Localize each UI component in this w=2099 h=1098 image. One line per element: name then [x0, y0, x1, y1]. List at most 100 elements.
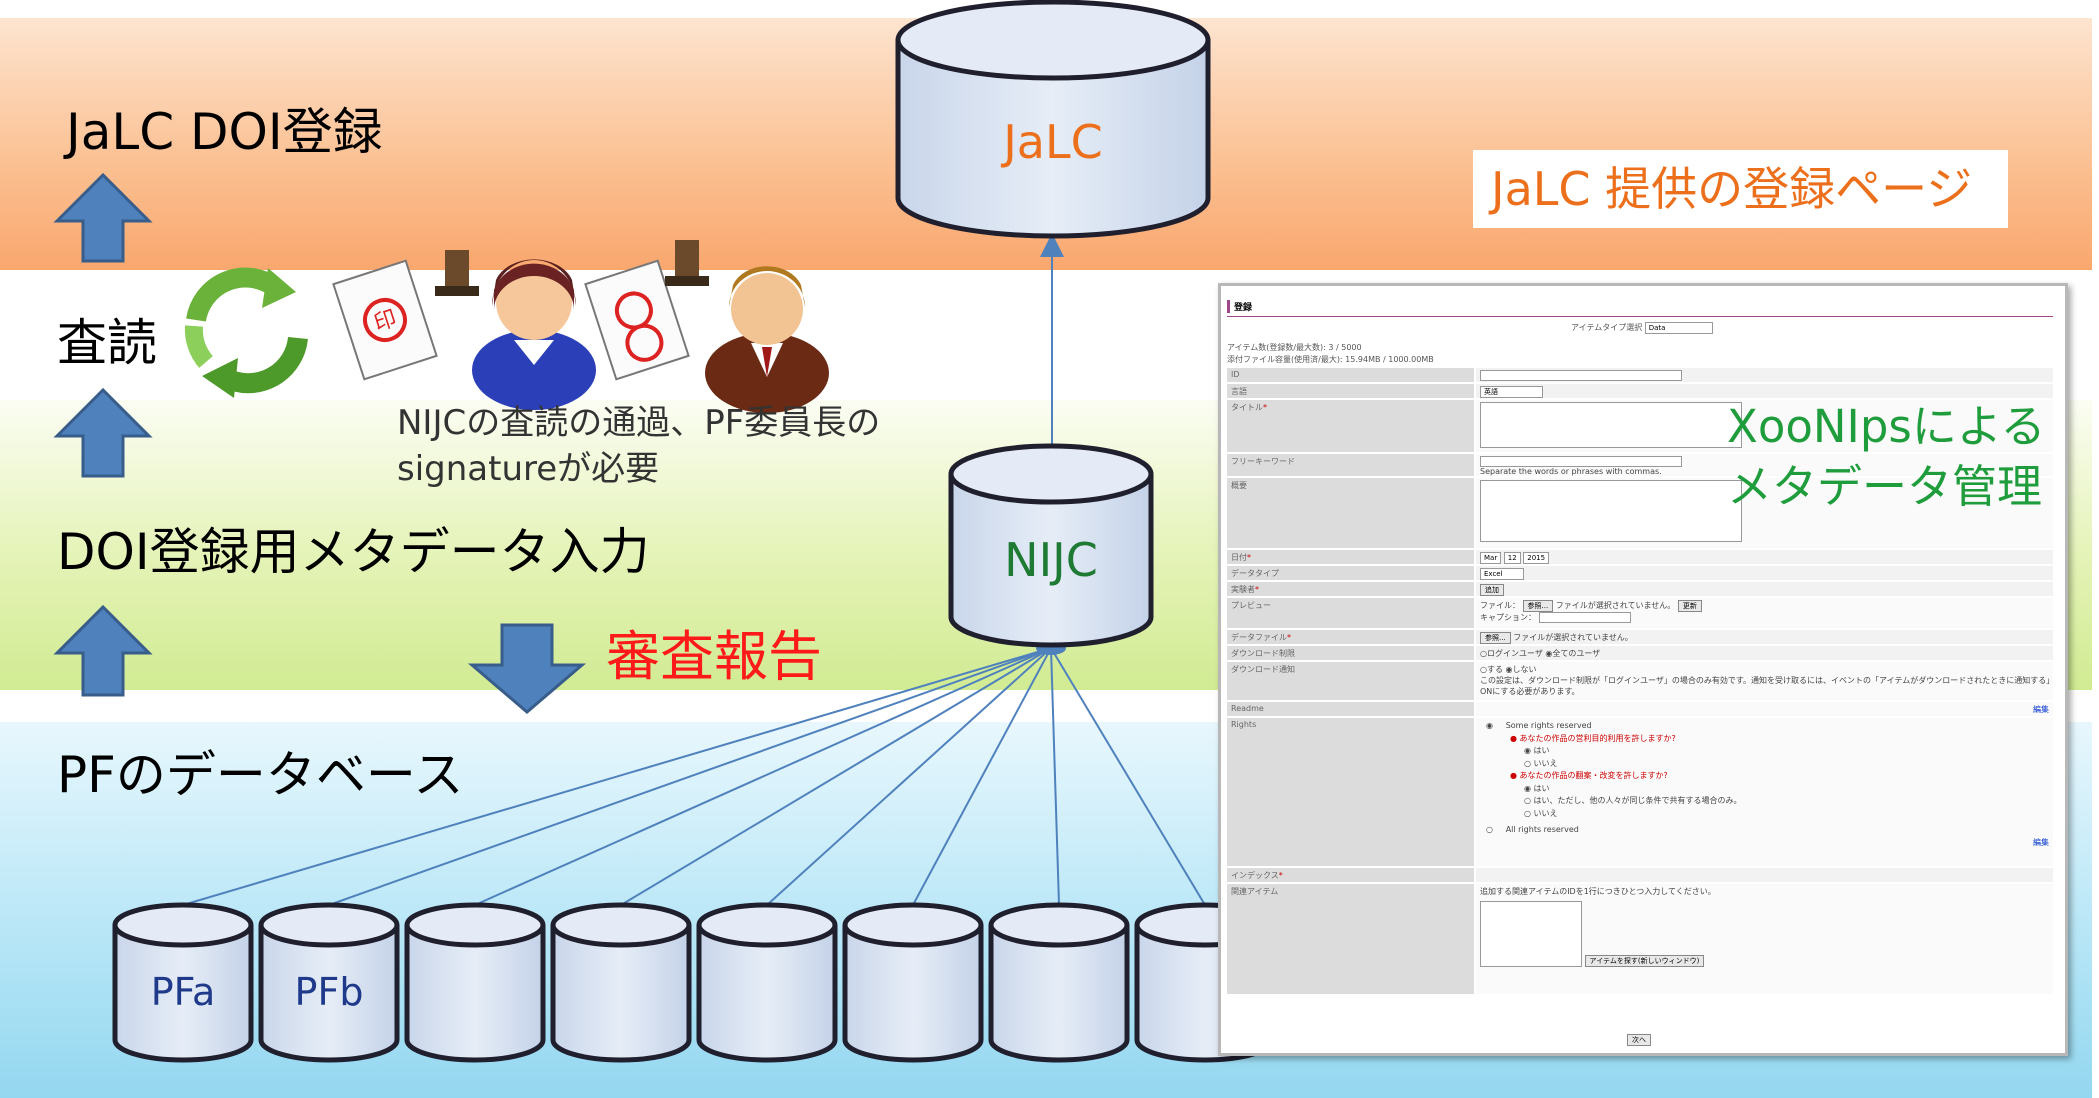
data-file-browse-button[interactable]: 参照... — [1480, 632, 1511, 644]
nijc-label: NIJC — [1004, 533, 1098, 587]
date-label-text: 日付 — [1231, 553, 1247, 562]
fan-line — [1050, 647, 1060, 906]
arrow-up-1 — [53, 172, 153, 263]
arrow-up-2 — [53, 387, 153, 478]
q2-share-alike-text: はい、ただし、他の人々が同じ条件で共有する場合のみ。 — [1533, 796, 1742, 805]
next-button[interactable]: 次へ — [1627, 1034, 1651, 1046]
download-limit-radios[interactable]: ○ログインユーザ ◉全てのユーザ — [1480, 649, 1601, 658]
q2-text: あなたの作品の翻案・改変を許しますか? — [1519, 771, 1668, 780]
q1-yes[interactable]: ◉ はい — [1524, 746, 1550, 755]
fan-line — [912, 647, 1052, 906]
item-type-label: アイテムタイプ選択 — [1571, 323, 1643, 332]
field-keywords-label: フリーキーワード — [1227, 454, 1474, 476]
field-rights: Rights ◉ Some rights reserved ● あなたの作品の営… — [1227, 718, 2053, 866]
date-year-input[interactable]: 2015 — [1523, 552, 1550, 564]
add-experimenter-button[interactable]: 追加 — [1480, 584, 1504, 596]
field-readme: Readme 編集 — [1227, 702, 2053, 716]
form-title-rule — [1227, 316, 2053, 317]
fan-line — [766, 647, 1052, 906]
stage-jalc-doi: JaLC DOI登録 — [66, 103, 383, 161]
field-abstract: 概要 — [1227, 478, 2053, 548]
experimenter-label-text: 実験者 — [1231, 585, 1255, 594]
field-date-label: 日付* — [1227, 550, 1474, 564]
form-title: 登録 — [1227, 300, 1252, 313]
pf-cylinder — [258, 902, 400, 1063]
field-data-type: データタイプ Excel — [1227, 566, 2053, 580]
date-month-select[interactable]: Mar — [1480, 552, 1502, 564]
pf-label: PFb — [294, 970, 364, 1014]
field-data-file: データファイル* 参照... ファイルが選択されていません。 — [1227, 630, 2053, 644]
fan-line — [474, 647, 1052, 906]
report-label: 審査報告 — [606, 625, 822, 688]
data-type-select[interactable]: Excel — [1480, 568, 1524, 580]
title-textarea[interactable] — [1480, 402, 1742, 448]
rights-q2: ● あなたの作品の翻案・改変を許しますか? — [1510, 771, 1668, 780]
field-date: 日付* Mar 12 2015 — [1227, 550, 2053, 564]
pf-cylinder — [112, 902, 254, 1063]
keywords-input[interactable] — [1480, 456, 1682, 467]
rights-some[interactable]: ◉ Some rights reserved — [1486, 721, 1592, 730]
q1-yes-text: はい — [1533, 746, 1550, 755]
download-notify-radios[interactable]: ○する ◉しない — [1480, 665, 1537, 674]
fan-line — [620, 647, 1052, 906]
field-related-items: 関連アイテム 追加する関連アイテムのIDを1行につきひとつ入力してください。 ア… — [1227, 884, 2053, 994]
field-download-notify: ダウンロード通知 ○する ◉しない この設定は、ダウンロード制限が「ログインユー… — [1227, 662, 2053, 700]
id-input[interactable] — [1480, 370, 1682, 381]
download-notify-desc-2: ONにする必要があります。 — [1480, 687, 1580, 696]
caption-label: キャプション： — [1480, 613, 1536, 622]
q1-no[interactable]: ○ いいえ — [1524, 758, 1558, 768]
review-note-line-1: NIJCの査読の通過、PF委員長の — [397, 403, 881, 443]
date-day-select[interactable]: 12 — [1503, 552, 1521, 564]
pf-cylinder — [696, 902, 838, 1063]
find-items-button[interactable]: アイテムを探す(新しいウィンドウ) — [1584, 955, 1705, 967]
item-type-row: アイテムタイプ選択 Data — [1571, 322, 1713, 334]
field-download-limit: ダウンロード制限 ○ログインユーザ ◉全てのユーザ — [1227, 646, 2053, 660]
download-notify-desc-1: この設定は、ダウンロード制限が「ログインユーザ」の場合のみ有効です。通知を受け取… — [1480, 676, 2053, 685]
jalc-cylinder — [895, 0, 1211, 239]
seal-document-icon — [584, 259, 690, 381]
pf-cylinder — [988, 902, 1130, 1063]
abstract-textarea[interactable] — [1480, 480, 1742, 542]
rights-edit-link[interactable]: 編集 — [2033, 837, 2049, 847]
field-language: 言語 英語 — [1227, 384, 2053, 398]
q2-yes[interactable]: ◉ はい — [1524, 783, 1550, 793]
language-select[interactable]: 英語 — [1480, 386, 1543, 398]
caption-input[interactable] — [1538, 612, 1631, 623]
field-readme-label: Readme — [1227, 702, 1474, 716]
readme-edit-link[interactable]: 編集 — [2033, 705, 2049, 714]
stage-metadata-input: DOI登録用メタデータ入力 — [57, 523, 650, 581]
keywords-hint: Separate the words or phrases with comma… — [1480, 467, 1662, 476]
item-type-select[interactable]: Data — [1644, 322, 1713, 334]
related-items-textarea[interactable] — [1480, 901, 1582, 967]
jalc-label: JaLC — [1003, 115, 1103, 169]
male-person-icon — [705, 266, 829, 413]
review-note-line-2: signatureが必要 — [397, 449, 660, 489]
field-experimenter: 実験者* 追加 — [1227, 582, 2053, 596]
field-experimenter-label: 実験者* — [1227, 582, 1474, 596]
related-hint: 追加する関連アイテムのIDを1行につきひとつ入力してください。 — [1480, 887, 1716, 896]
field-related-items-label: 関連アイテム — [1227, 884, 1474, 994]
preview-update-button[interactable]: 更新 — [1677, 600, 1702, 612]
q2-share-alike[interactable]: ○ はい、ただし、他の人々が同じ条件で共有する場合のみ。 — [1524, 796, 1742, 805]
field-abstract-label: 概要 — [1227, 478, 1474, 548]
preview-browse-button[interactable]: 参照... — [1522, 600, 1554, 612]
title-label-text: タイトル — [1231, 403, 1263, 412]
jalc-page-label: JaLC 提供の登録ページ — [1473, 150, 2008, 228]
stamp-icon — [435, 250, 479, 296]
field-preview: プレビュー ファイル： 参照... ファイルが選択されていません。 更新 キャプ… — [1227, 598, 2053, 628]
registration-form: 登録 アイテムタイプ選択 Data アイテム数(登録数/最大数): 3 / 50… — [1218, 283, 2068, 1056]
field-title: タイトル* — [1227, 400, 2053, 452]
field-id: ID — [1227, 368, 2053, 382]
data-file-no-file: ファイルが選択されていません。 — [1513, 633, 1633, 642]
preview-no-file: ファイルが選択されていません。 — [1555, 601, 1676, 610]
rights-all[interactable]: ○ All rights reserved — [1486, 825, 1579, 834]
q2-yes-text: はい — [1533, 783, 1550, 793]
q1-text: あなたの作品の営利目的利用を許しますか? — [1519, 733, 1676, 743]
preview-file-label: ファイル： — [1480, 601, 1520, 610]
q1-no-text: いいえ — [1533, 758, 1558, 768]
fan-line — [328, 647, 1052, 906]
field-data-type-label: データタイプ — [1227, 566, 1474, 580]
field-preview-label: プレビュー — [1227, 598, 1474, 628]
q2-no[interactable]: ○ いいえ — [1524, 808, 1558, 818]
arrow-up-3 — [53, 604, 153, 697]
